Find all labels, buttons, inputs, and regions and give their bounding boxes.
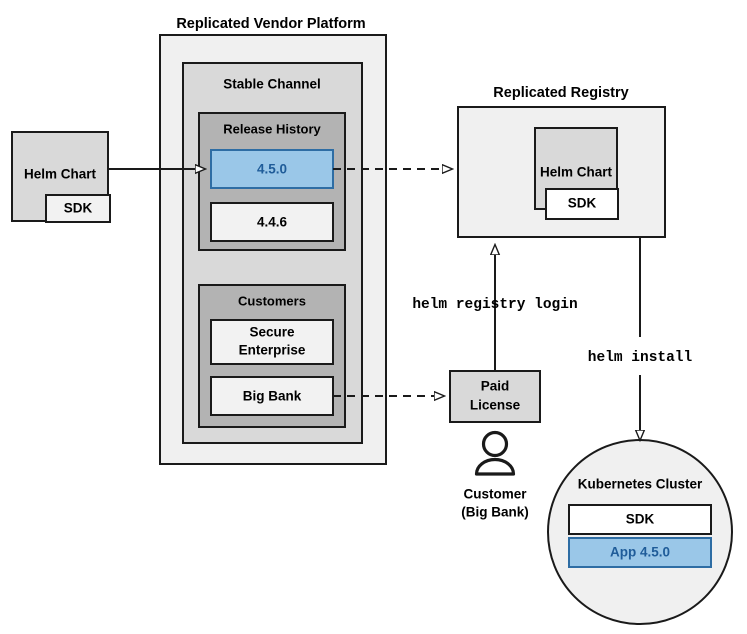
release-450-label: 4.5.0 (257, 162, 287, 177)
customer-item-secure-enterprise[interactable]: Secure Enterprise (210, 319, 334, 365)
release-item-450[interactable]: 4.5.0 (210, 149, 334, 189)
cluster-app-label: App 4.5.0 (610, 545, 670, 560)
customer-actor: Customer (Big Bank) (461, 430, 529, 520)
customer-secure-enterprise-label-line1: Secure (249, 325, 295, 340)
paid-license-node: Paid License (449, 370, 541, 423)
person-icon (474, 430, 516, 476)
helm-registry-login-command: helm registry login (412, 297, 577, 313)
helm-install-command: helm install (588, 350, 693, 366)
customer-actor-label-line2: (Big Bank) (461, 505, 529, 520)
source-sdk-label: SDK (64, 201, 93, 216)
customer-secure-enterprise-box[interactable] (210, 319, 334, 365)
registry-helm-chart: Helm Chart SDK (534, 127, 619, 220)
registry-sdk-box (545, 188, 619, 220)
cluster-sdk-label: SDK (626, 512, 655, 527)
paid-license-label-line1: Paid (481, 379, 510, 394)
release-446-box[interactable] (210, 202, 334, 242)
cluster-app-box[interactable] (568, 537, 712, 568)
kubernetes-cluster-label: Kubernetes Cluster (578, 477, 703, 492)
customers-label: Customers (238, 293, 306, 308)
kubernetes-cluster: Kubernetes Cluster SDK App 4.5.0 (547, 439, 733, 625)
source-helm-chart: Helm Chart SDK (11, 131, 111, 223)
registry-helm-chart-label: Helm Chart (540, 165, 613, 180)
vendor-platform-title: Replicated Vendor Platform (176, 16, 365, 32)
release-450-box[interactable] (210, 149, 334, 189)
release-446-label: 4.4.6 (257, 215, 288, 230)
source-sdk-box (45, 194, 111, 223)
customer-actor-label-line1: Customer (463, 487, 527, 502)
stable-channel-label: Stable Channel (223, 77, 321, 92)
release-item-446[interactable]: 4.4.6 (210, 202, 334, 242)
cluster-component-app[interactable]: App 4.5.0 (568, 537, 712, 568)
customer-secure-enterprise-label-line2: Enterprise (239, 343, 306, 358)
release-history-label: Release History (223, 121, 321, 136)
registry-title: Replicated Registry (493, 85, 628, 101)
source-helm-chart-label: Helm Chart (24, 167, 97, 182)
cluster-component-sdk: SDK (568, 504, 712, 535)
cluster-sdk-box (568, 504, 712, 535)
registry-sdk-label: SDK (568, 196, 597, 211)
paid-license-label-line2: License (470, 398, 521, 413)
customer-big-bank-box[interactable] (210, 376, 334, 416)
customer-big-bank-label: Big Bank (243, 389, 302, 404)
customer-item-big-bank[interactable]: Big Bank (210, 376, 334, 416)
